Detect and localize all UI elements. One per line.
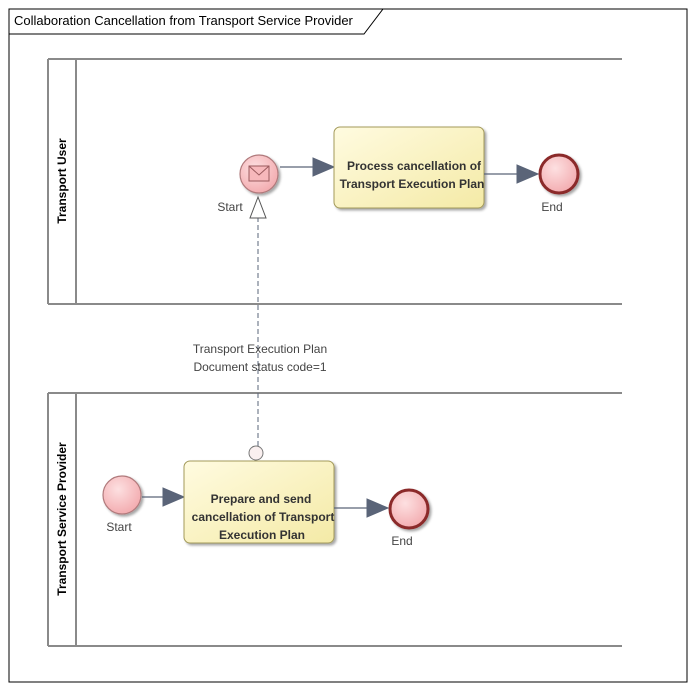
end-event-user[interactable]: [538, 153, 580, 195]
user-start-label: Start: [217, 200, 243, 214]
task-prepare-and-send[interactable]: Prepare and send cancellation of Transpo…: [183, 460, 335, 544]
envelope-icon: [248, 165, 270, 182]
task-process-cancellation[interactable]: Process cancellation of Transport Execut…: [333, 126, 485, 209]
pool-transport-user[interactable]: Transport User: [47, 58, 622, 305]
start-event-provider[interactable]: [102, 475, 142, 515]
sequence-flow[interactable]: [142, 487, 186, 507]
task2-line2: cancellation of Transport: [192, 510, 335, 524]
end-event-provider[interactable]: [388, 488, 430, 530]
message-flow-label-line2: Document status code=1: [193, 360, 326, 374]
diagram-title: Collaboration Cancellation from Transpor…: [14, 13, 354, 28]
start-event-message[interactable]: [239, 154, 279, 194]
sequence-flow[interactable]: [280, 157, 336, 177]
provider-start-label: Start: [106, 520, 132, 534]
pool-label-transport-user: Transport User: [55, 138, 69, 224]
message-flow[interactable]: Transport Execution Plan Document status…: [193, 195, 327, 461]
diagram-frame: [8, 8, 688, 683]
sequence-flow[interactable]: [484, 164, 540, 184]
title-tab: [9, 8, 384, 35]
message-flow-source-circle: [248, 445, 264, 461]
task2-line3: Execution Plan: [219, 528, 305, 542]
sequence-flow[interactable]: [334, 498, 390, 518]
user-end-label: End: [541, 200, 562, 214]
pool-transport-service-provider[interactable]: Transport Service Provider: [47, 392, 622, 647]
task1-line1: Process cancellation of: [347, 159, 482, 173]
task2-line1: Prepare and send: [211, 492, 312, 506]
provider-end-label: End: [391, 534, 412, 548]
message-flow-arrowhead: [249, 195, 267, 219]
pool-label-transport-service-provider: Transport Service Provider: [55, 442, 69, 596]
message-flow-label-line1: Transport Execution Plan: [193, 342, 327, 356]
task1-line2: Transport Execution Plan: [340, 177, 485, 191]
